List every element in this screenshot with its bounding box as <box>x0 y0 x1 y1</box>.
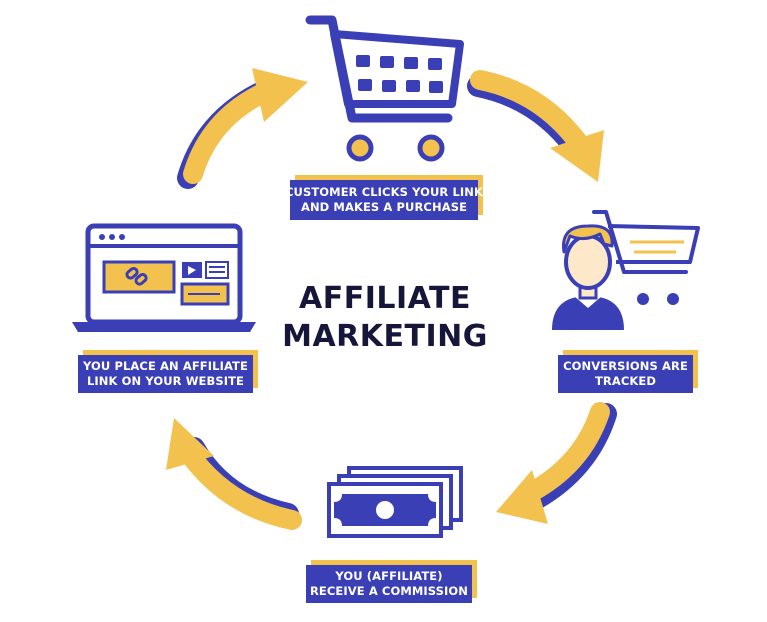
step-label-line: AND MAKES A PURCHASE <box>300 200 468 214</box>
cycle-arrow-bottom-left <box>166 418 302 530</box>
step-label-line: YOU PLACE AN AFFILIATE <box>83 359 248 373</box>
step-label-line: CONVERSIONS ARE <box>563 359 688 373</box>
title-line-2: MARKETING <box>282 319 488 354</box>
shopping-cart-icon <box>305 15 464 162</box>
step-label-conversions-tracked: CONVERSIONS ARE TRACKED <box>558 355 693 393</box>
step-label-line: CUSTOMER CLICKS YOUR LINK <box>284 185 484 199</box>
cycle-arrow-top-left <box>177 68 308 189</box>
step-label-line: YOU (AFFILIATE) <box>335 569 443 583</box>
cycle-arrow-bottom-right <box>496 402 617 524</box>
title-line-1: AFFILIATE <box>299 281 471 316</box>
step-label-line: TRACKED <box>594 374 657 388</box>
step-label-receive-commission: YOU (AFFILIATE) RECEIVE A COMMISSION <box>306 565 472 603</box>
step-label-customer-purchase: CUSTOMER CLICKS YOUR LINK AND MAKES A PU… <box>285 180 483 220</box>
step-label-place-affiliate-link: YOU PLACE AN AFFILIATE LINK ON YOUR WEBS… <box>78 355 253 393</box>
step-label-line: RECEIVE A COMMISSION <box>309 584 469 598</box>
laptop-website-icon <box>72 223 256 332</box>
step-label-line: LINK ON YOUR WEBSITE <box>86 374 244 388</box>
money-bills-icon <box>327 466 463 538</box>
customer-with-cart-icon <box>552 210 700 330</box>
diagram-title: AFFILIATE MARKETING <box>255 280 515 356</box>
cycle-arrow-top-right <box>467 70 604 182</box>
